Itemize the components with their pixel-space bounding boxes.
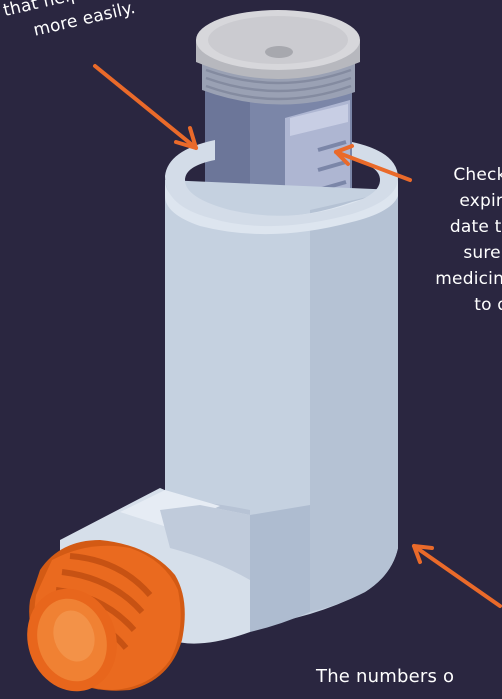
arrow-top <box>95 66 196 148</box>
annotation-bottom: The numbers o <box>316 664 454 690</box>
annotation-right-line: sure y <box>400 240 502 266</box>
annotation-right-line: Check <box>400 162 502 188</box>
annotation-right-line: date to <box>400 214 502 240</box>
arrow-bottom <box>414 546 500 606</box>
annotation-right-line: medicine <box>400 266 502 292</box>
annotation-right-line: expirat <box>400 188 502 214</box>
mouthpiece-cap <box>14 540 185 699</box>
annotation-right-line: to dat <box>400 292 502 318</box>
annotation-right: Check expirat date to sure y medicine to… <box>400 162 502 318</box>
